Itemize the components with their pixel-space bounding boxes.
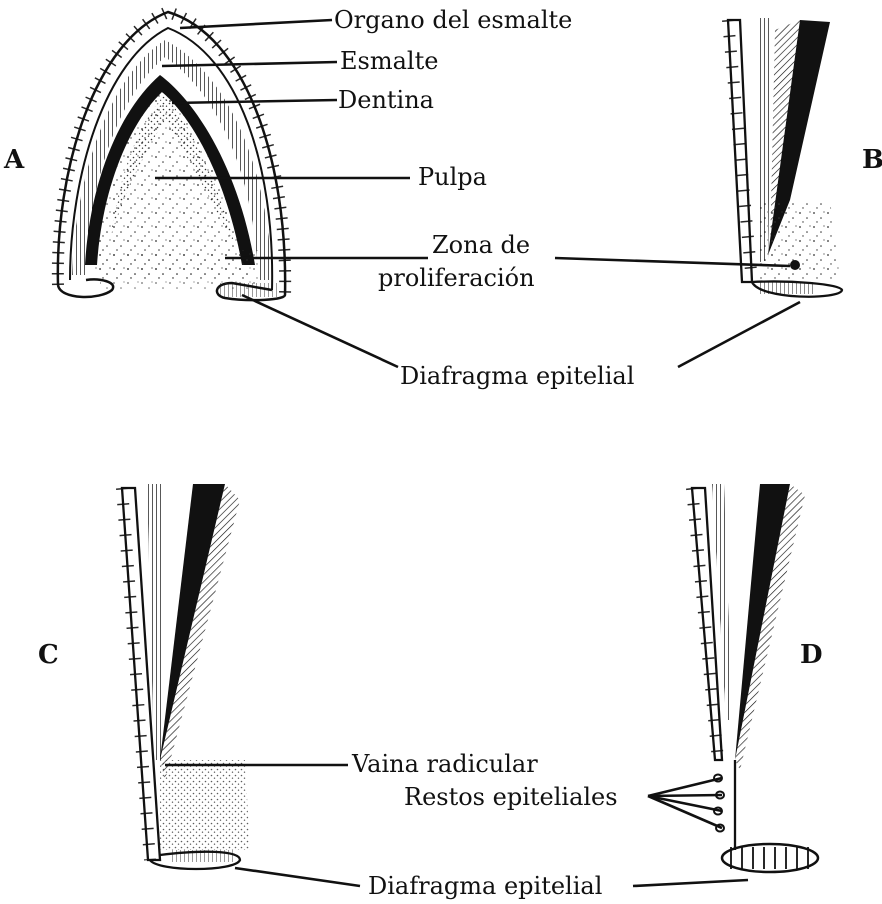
- label-dentina: Dentina: [338, 86, 434, 114]
- label-zona-line2: proliferación: [378, 264, 535, 292]
- panel-c-root-sheath: [122, 484, 250, 869]
- label-diafragma-bottom: Diafragma epitelial: [368, 872, 602, 900]
- label-vaina: Vaina radicular: [351, 750, 538, 778]
- panel-label-a: A: [3, 145, 25, 175]
- panel-b-root-start: [728, 18, 842, 297]
- label-restos: Restos epiteliales: [404, 783, 618, 811]
- panel-label-b: B: [862, 145, 882, 175]
- label-zona-line1: Zona de: [432, 231, 530, 259]
- panel-label-c: C: [38, 640, 59, 670]
- label-esmalte: Esmalte: [340, 47, 438, 75]
- b-outer-layer: [728, 20, 752, 282]
- label-diafragma-top: Diafragma epitelial: [400, 362, 634, 390]
- d-enamel: [712, 484, 732, 720]
- panel-d-epithelial-rests: [692, 484, 818, 872]
- panel-label-d: D: [800, 640, 823, 670]
- c-enamel: [147, 484, 162, 760]
- c-stipple: [160, 760, 250, 850]
- d-diaphragm: [722, 844, 818, 872]
- label-pulpa: Pulpa: [418, 163, 487, 191]
- label-organo-esmalte: Organo del esmalte: [334, 6, 572, 34]
- b-stipple: [760, 200, 840, 280]
